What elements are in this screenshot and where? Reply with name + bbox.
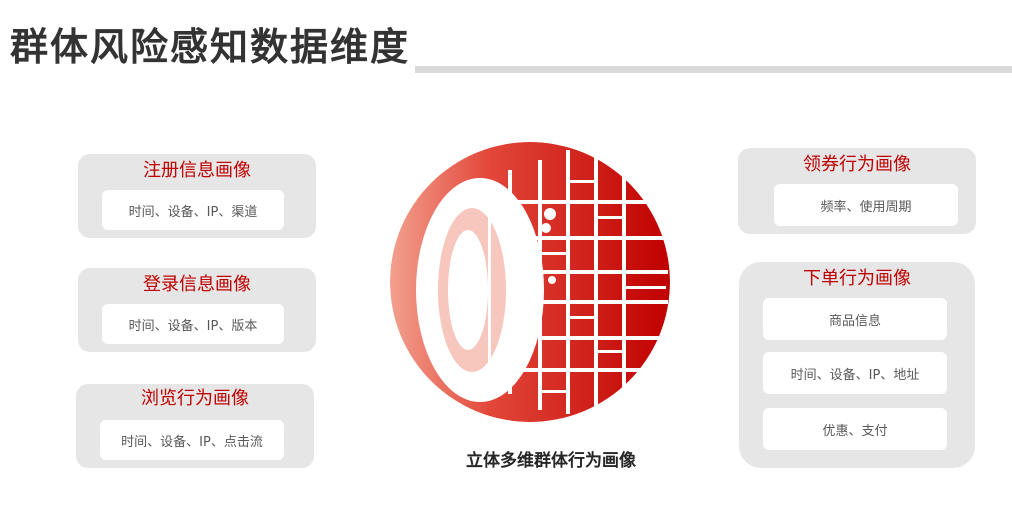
title-divider [415, 66, 1012, 73]
card-item: 频率、使用周期 [774, 184, 958, 226]
card-order: 下单行为画像 商品信息 时间、设备、IP、地址 优惠、支付 [739, 262, 975, 468]
page-title: 群体风险感知数据维度 [10, 25, 411, 69]
card-coupon: 领券行为画像 频率、使用周期 [738, 148, 976, 234]
card-title: 登录信息画像 [143, 274, 251, 295]
card-login: 登录信息画像 时间、设备、IP、版本 [78, 268, 316, 352]
card-title: 浏览行为画像 [141, 388, 249, 409]
card-title: 领券行为画像 [803, 154, 911, 175]
card-title: 下单行为画像 [803, 268, 911, 289]
card-title: 注册信息画像 [143, 160, 251, 181]
card-item: 时间、设备、IP、地址 [763, 352, 947, 394]
card-item: 优惠、支付 [763, 408, 947, 450]
card-item: 时间、设备、IP、渠道 [102, 190, 284, 230]
card-item: 时间、设备、IP、版本 [102, 304, 284, 344]
globe-icon [390, 142, 670, 422]
card-registration: 注册信息画像 时间、设备、IP、渠道 [78, 154, 316, 238]
card-browsing: 浏览行为画像 时间、设备、IP、点击流 [76, 384, 314, 468]
card-item: 时间、设备、IP、点击流 [100, 420, 284, 460]
card-item: 商品信息 [763, 298, 947, 340]
globe-caption: 立体多维群体行为画像 [466, 451, 636, 471]
